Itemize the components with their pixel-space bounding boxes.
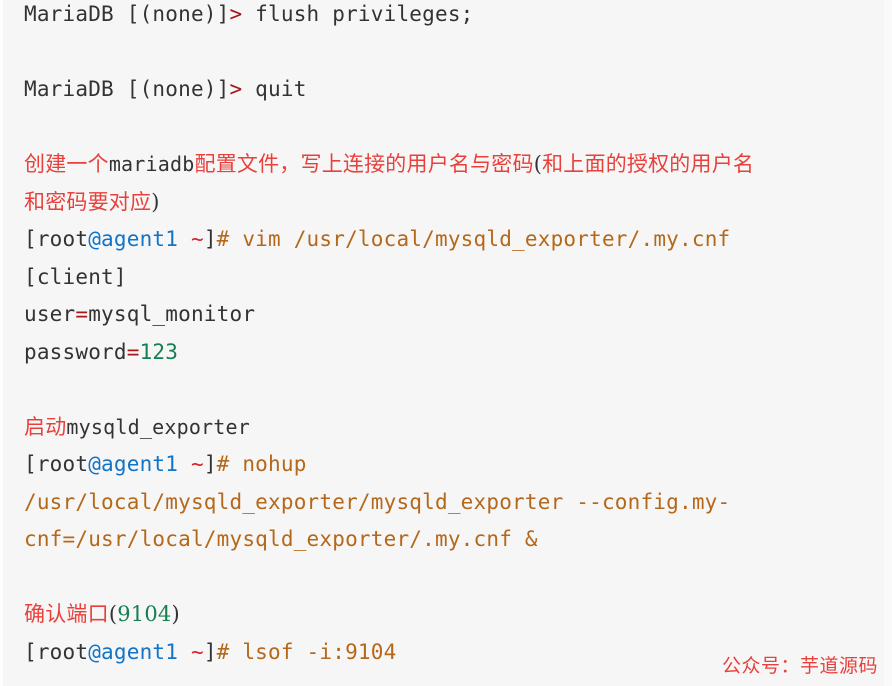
code-token: ]: [203, 452, 217, 476]
code-token: mysqld_exporter: [66, 414, 251, 439]
code-token: 配置文件，写上连接的用户名与密码: [194, 152, 534, 176]
code-line: [client]: [24, 259, 884, 297]
code-token: ~: [190, 452, 204, 476]
code-token: /usr/local/mysqld_exporter/mysqld_export…: [24, 489, 731, 514]
code-token: =: [75, 302, 89, 326]
code-token: 123: [139, 339, 179, 364]
code-token: [178, 452, 191, 476]
code-token: 和上面的授权的用户名: [542, 152, 755, 176]
code-token: [24, 565, 37, 589]
code-line: MariaDB [(none)]> flush privileges;: [24, 0, 884, 34]
code-token: >: [229, 77, 243, 101]
code-token: [178, 640, 191, 664]
code-token: mariadb: [108, 152, 195, 176]
code-token: ~: [190, 639, 204, 664]
code-token: @agent1: [88, 452, 179, 476]
code-line: [24, 109, 884, 147]
code-line: 和密码要对应): [24, 184, 884, 222]
code-line: MariaDB [(none)]> quit: [24, 71, 884, 109]
code-token: 和密码要对应: [24, 189, 152, 214]
code-line: [root@agent1 ~]# vim /usr/local/mysqld_e…: [24, 221, 884, 259]
code-line: 确认端口(9104): [24, 596, 884, 634]
code-token: @agent1: [88, 639, 179, 664]
code-line: 启动mysqld_exporter: [24, 409, 884, 447]
code-line-list: MariaDB [(none)]> flush privileges; Mari…: [24, 0, 884, 671]
code-token: @agent1: [88, 227, 179, 251]
code-token: =: [126, 339, 140, 364]
code-line: [root@agent1 ~]# nohup: [24, 446, 884, 484]
code-token: 创建一个: [24, 152, 109, 176]
code-token: 确认端口: [24, 602, 109, 626]
watermark-label: 公众号：芋道源码: [721, 655, 878, 677]
code-token: MariaDB [(none)]: [24, 77, 230, 101]
code-token: 启动: [24, 414, 67, 439]
code-line: [24, 559, 884, 597]
code-token: [root: [24, 227, 89, 251]
code-token: quit: [242, 77, 307, 101]
code-line: cnf=/usr/local/mysqld_exporter/.my.cnf &: [24, 521, 884, 559]
code-token: [root: [24, 452, 89, 476]
code-token: ~: [190, 227, 204, 251]
code-token: ): [151, 189, 160, 214]
code-line: user=mysql_monitor: [24, 296, 884, 334]
code-token: user: [24, 302, 76, 326]
code-line: [24, 34, 884, 72]
code-token: [24, 40, 37, 64]
code-token: [client]: [24, 264, 127, 289]
code-line: [root@agent1 ~]# lsof -i:9104: [24, 634, 884, 672]
code-token: (: [533, 152, 543, 176]
code-token: MariaDB [(none)]: [24, 2, 230, 26]
code-line: password=123: [24, 334, 884, 372]
code-token: ): [171, 602, 180, 626]
code-token: cnf=/usr/local/mysqld_exporter/.my.cnf &: [24, 527, 538, 551]
code-token: # vim /usr/local/mysqld_exporter/.my.cnf: [216, 227, 731, 251]
code-token: flush privileges;: [242, 2, 474, 26]
code-token: # lsof -i:9104: [216, 639, 397, 664]
code-token: ]: [203, 639, 217, 664]
code-token: ]: [203, 227, 217, 251]
code-token: >: [229, 2, 243, 26]
code-token: (: [108, 602, 118, 626]
code-line: 创建一个mariadb配置文件，写上连接的用户名与密码(和上面的授权的用户名: [24, 146, 884, 184]
code-line: /usr/local/mysqld_exporter/mysqld_export…: [24, 484, 884, 522]
code-token: [root: [24, 639, 89, 664]
code-token: [178, 227, 191, 251]
code-token: [24, 115, 37, 139]
code-token: mysql_monitor: [88, 302, 256, 326]
code-token: [24, 377, 37, 401]
code-token: # nohup: [216, 452, 307, 476]
code-line: [24, 371, 884, 409]
code-token: password: [24, 339, 127, 364]
code-token: 9104: [117, 602, 172, 626]
